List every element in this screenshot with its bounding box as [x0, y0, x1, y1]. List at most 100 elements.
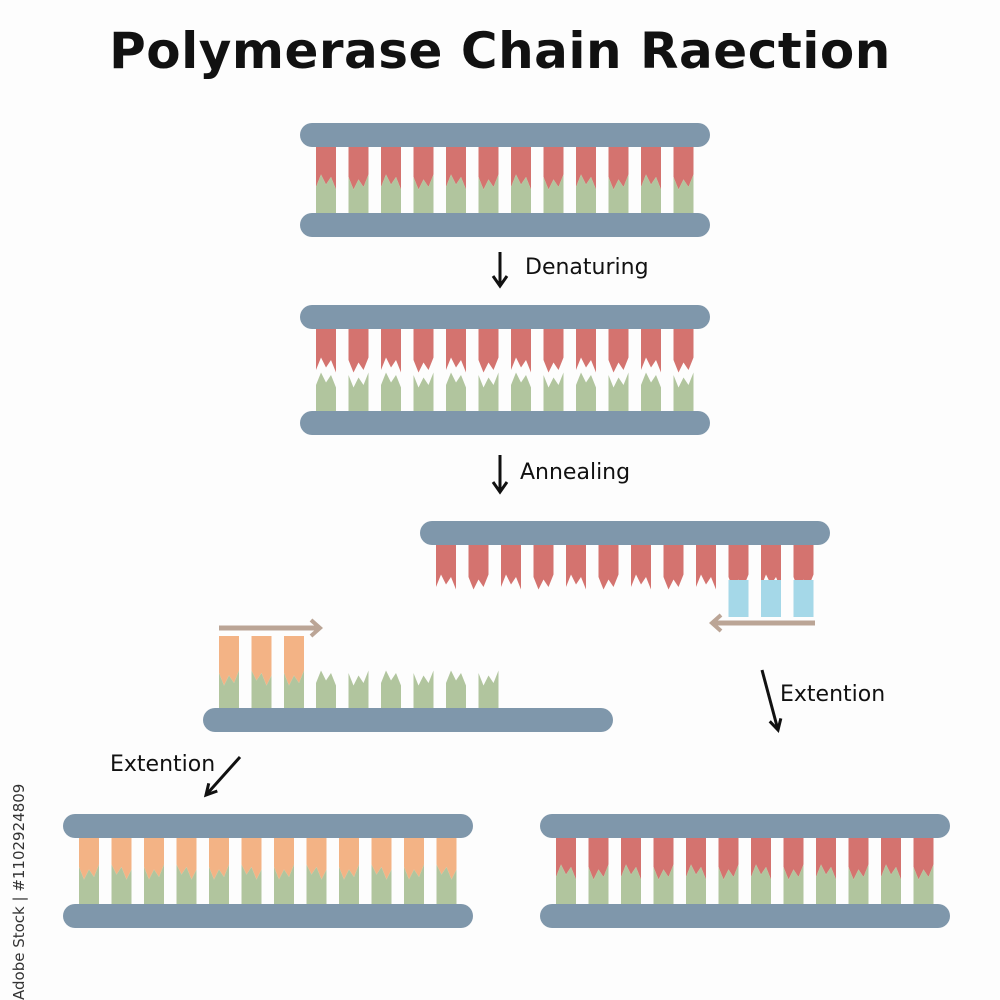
product-2-base-pair [913, 838, 934, 904]
arrow-head [203, 782, 218, 798]
forward-primer-pair [219, 636, 239, 708]
base-top [144, 838, 164, 880]
base-pair [413, 147, 434, 213]
base-bottom [241, 864, 262, 904]
template-strand-backbone [420, 521, 830, 545]
extension-left-arrow [203, 755, 242, 798]
base-bottom [881, 864, 901, 904]
primer-arrow-head [708, 613, 723, 633]
template-base [663, 545, 684, 590]
base-top-separated [348, 329, 369, 373]
base-bottom [608, 174, 629, 213]
base-bottom [371, 864, 392, 904]
reverse-primer-base [761, 580, 781, 617]
product-2-base-pair [588, 838, 609, 904]
base-top [339, 838, 359, 880]
base-bottom [144, 864, 164, 904]
product-1-base-pair [176, 838, 197, 904]
base-top-separated [576, 329, 596, 373]
complement-base [316, 670, 336, 708]
base-bottom-separated [641, 372, 661, 411]
base-top [576, 147, 596, 190]
base-top [176, 838, 197, 880]
base-top-separated [478, 329, 499, 373]
base-top-separated [316, 329, 336, 373]
base-bottom-separated [413, 372, 434, 411]
watermark-text: Adobe Stock | #1102924809 [10, 783, 28, 1000]
base-bottom-separated [543, 372, 564, 411]
arrow-head [491, 481, 509, 495]
base-bottom [576, 174, 596, 213]
product-1-top-backbone [63, 814, 473, 838]
template-base [436, 545, 456, 590]
arrow-head [768, 717, 783, 734]
template-base [566, 545, 586, 590]
base-bottom [751, 864, 771, 904]
base-top-separated [381, 329, 401, 373]
base-pair [381, 147, 401, 213]
base-top [641, 147, 661, 190]
base-pair [673, 147, 694, 213]
base-bottom [79, 864, 99, 904]
step-label-extension-left: Extention [110, 752, 216, 777]
base-bottom [111, 864, 132, 904]
step-label-denaturing: Denaturing [525, 255, 649, 280]
strand-1-top-backbone [300, 123, 710, 147]
product-2-base-pair [556, 838, 576, 904]
base-bottom [209, 864, 229, 904]
base-bottom-separated [348, 372, 369, 411]
base-top [588, 838, 609, 880]
base-bottom [686, 864, 706, 904]
product-1-base-pair [144, 838, 164, 904]
base-top [284, 636, 304, 686]
extension-right-arrow [760, 669, 783, 734]
base-bottom [621, 864, 641, 904]
base-top [881, 838, 901, 880]
base-top [621, 838, 641, 880]
complement-base [413, 670, 434, 708]
annealing-arrow [491, 455, 509, 495]
product-1-bottom-backbone [63, 904, 473, 928]
base-bottom-separated [478, 372, 499, 411]
base-top-separated [641, 329, 661, 373]
base-bottom [511, 174, 531, 213]
product-1-base-pair [209, 838, 229, 904]
base-bottom [816, 864, 836, 904]
base-top [653, 838, 674, 880]
base-top [913, 838, 934, 880]
base-bottom [653, 864, 674, 904]
base-top [241, 838, 262, 880]
base-bottom [588, 864, 609, 904]
base-bottom [348, 174, 369, 213]
base-bottom-separated [576, 372, 596, 411]
product-2-base-pair [686, 838, 706, 904]
base-top [478, 147, 499, 190]
arrow-shaft [204, 755, 242, 797]
base-bottom-separated [381, 372, 401, 411]
base-top [209, 838, 229, 880]
base-bottom [404, 864, 424, 904]
product-2-base-pair [751, 838, 771, 904]
template-base [793, 545, 814, 590]
base-bottom [783, 864, 804, 904]
base-bottom [543, 174, 564, 213]
base-top [316, 147, 336, 190]
product-2-base-pair [621, 838, 641, 904]
product-1-base-pair [404, 838, 424, 904]
base-bottom [274, 864, 294, 904]
template-base [631, 545, 651, 590]
base-pair [316, 147, 336, 213]
base-pair [641, 147, 661, 213]
complement-base [348, 670, 369, 708]
base-bottom [176, 864, 197, 904]
base-top [436, 838, 457, 880]
product-2-base-pair [783, 838, 804, 904]
base-top [306, 838, 327, 880]
base-pair [576, 147, 596, 213]
primer-arrow-head [309, 618, 324, 638]
reverse-primer-base [728, 580, 749, 617]
product-1-base-pair [79, 838, 99, 904]
complement-strand-backbone [203, 708, 613, 732]
base-bottom-separated [511, 372, 531, 411]
